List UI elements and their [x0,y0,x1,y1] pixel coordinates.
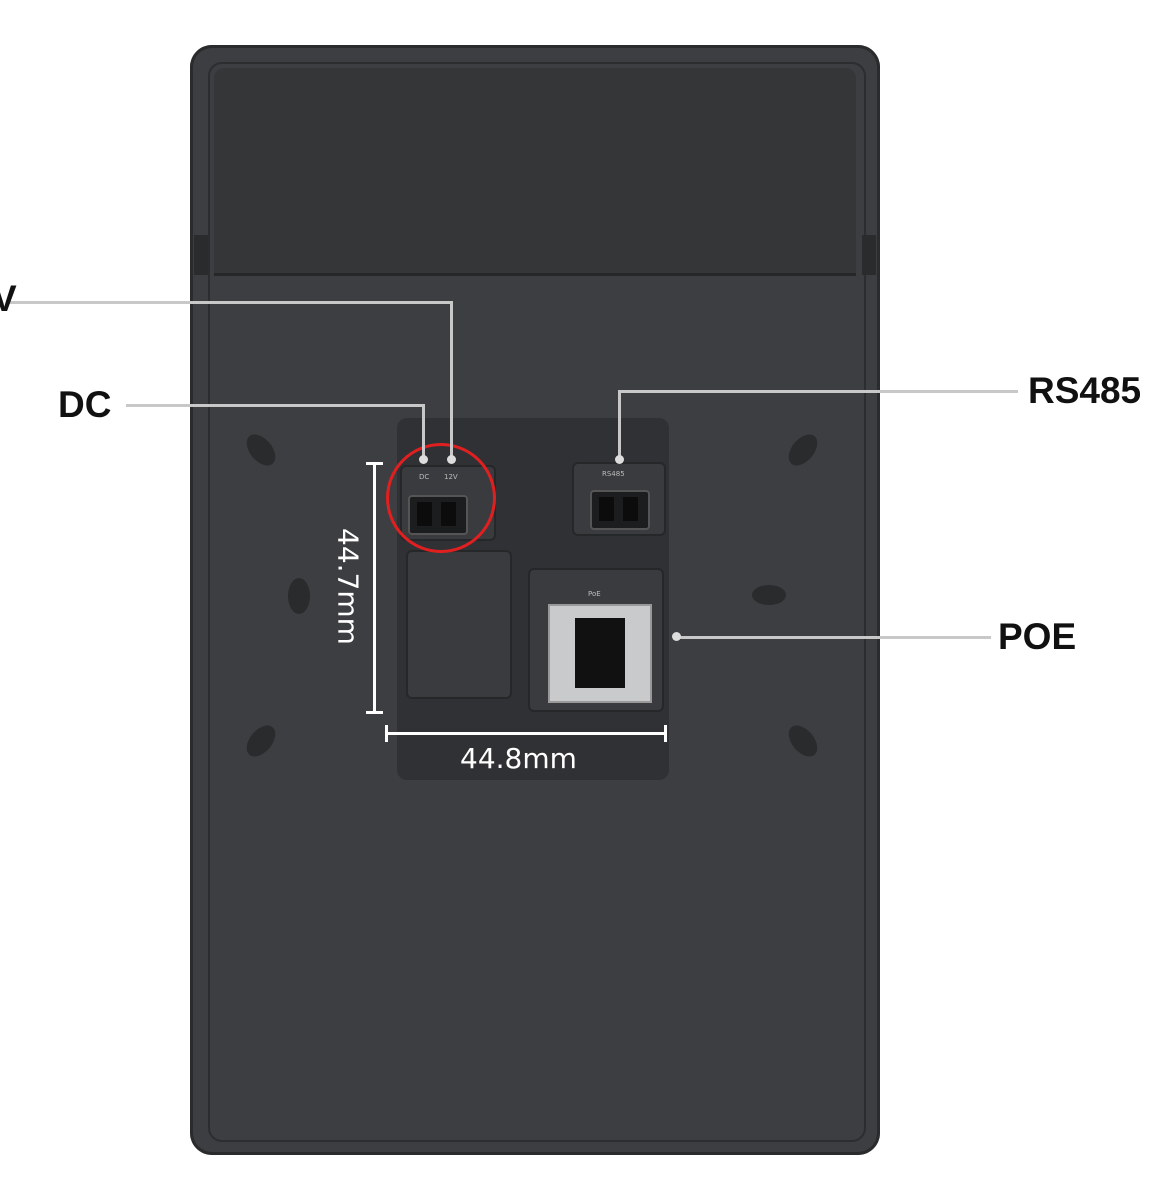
leader-line-rs485 [618,390,621,458]
height-dimension-label: 44.7mm [331,528,365,645]
leader-line-dc [126,404,424,407]
leader-dot [672,632,681,641]
label-poe: POE [998,616,1077,657]
right-clip [862,235,876,275]
rs485-connector-block: RS485 [572,462,666,536]
rs485-terminal [590,490,650,530]
leader-line-rs485 [618,390,1018,393]
leader-line-dc [422,404,425,459]
highlight-circle [386,443,496,553]
label-rs485: RS485 [1028,370,1142,411]
leader-line-poe [676,636,991,639]
leader-line-12v [8,301,452,304]
width-dimension-label: 44.8mm [460,742,577,775]
label-12v-partial: V [0,278,17,319]
leader-dot [447,455,456,464]
ethernet-port [548,604,652,703]
device-top-panel [214,68,856,276]
mount-hole [752,585,786,605]
left-clip [194,235,208,275]
leader-dot [419,455,428,464]
poe-marking: PoE [588,590,601,598]
leader-line-12v [450,301,453,459]
leader-dot [615,455,624,464]
width-dimension-line [385,732,667,735]
device-inner-frame [208,62,866,1142]
cover-plate [406,550,512,699]
height-dimension-line [373,462,376,714]
mount-hole [288,578,310,614]
label-dc: DC [58,384,112,425]
rs485-marking: RS485 [602,470,625,478]
